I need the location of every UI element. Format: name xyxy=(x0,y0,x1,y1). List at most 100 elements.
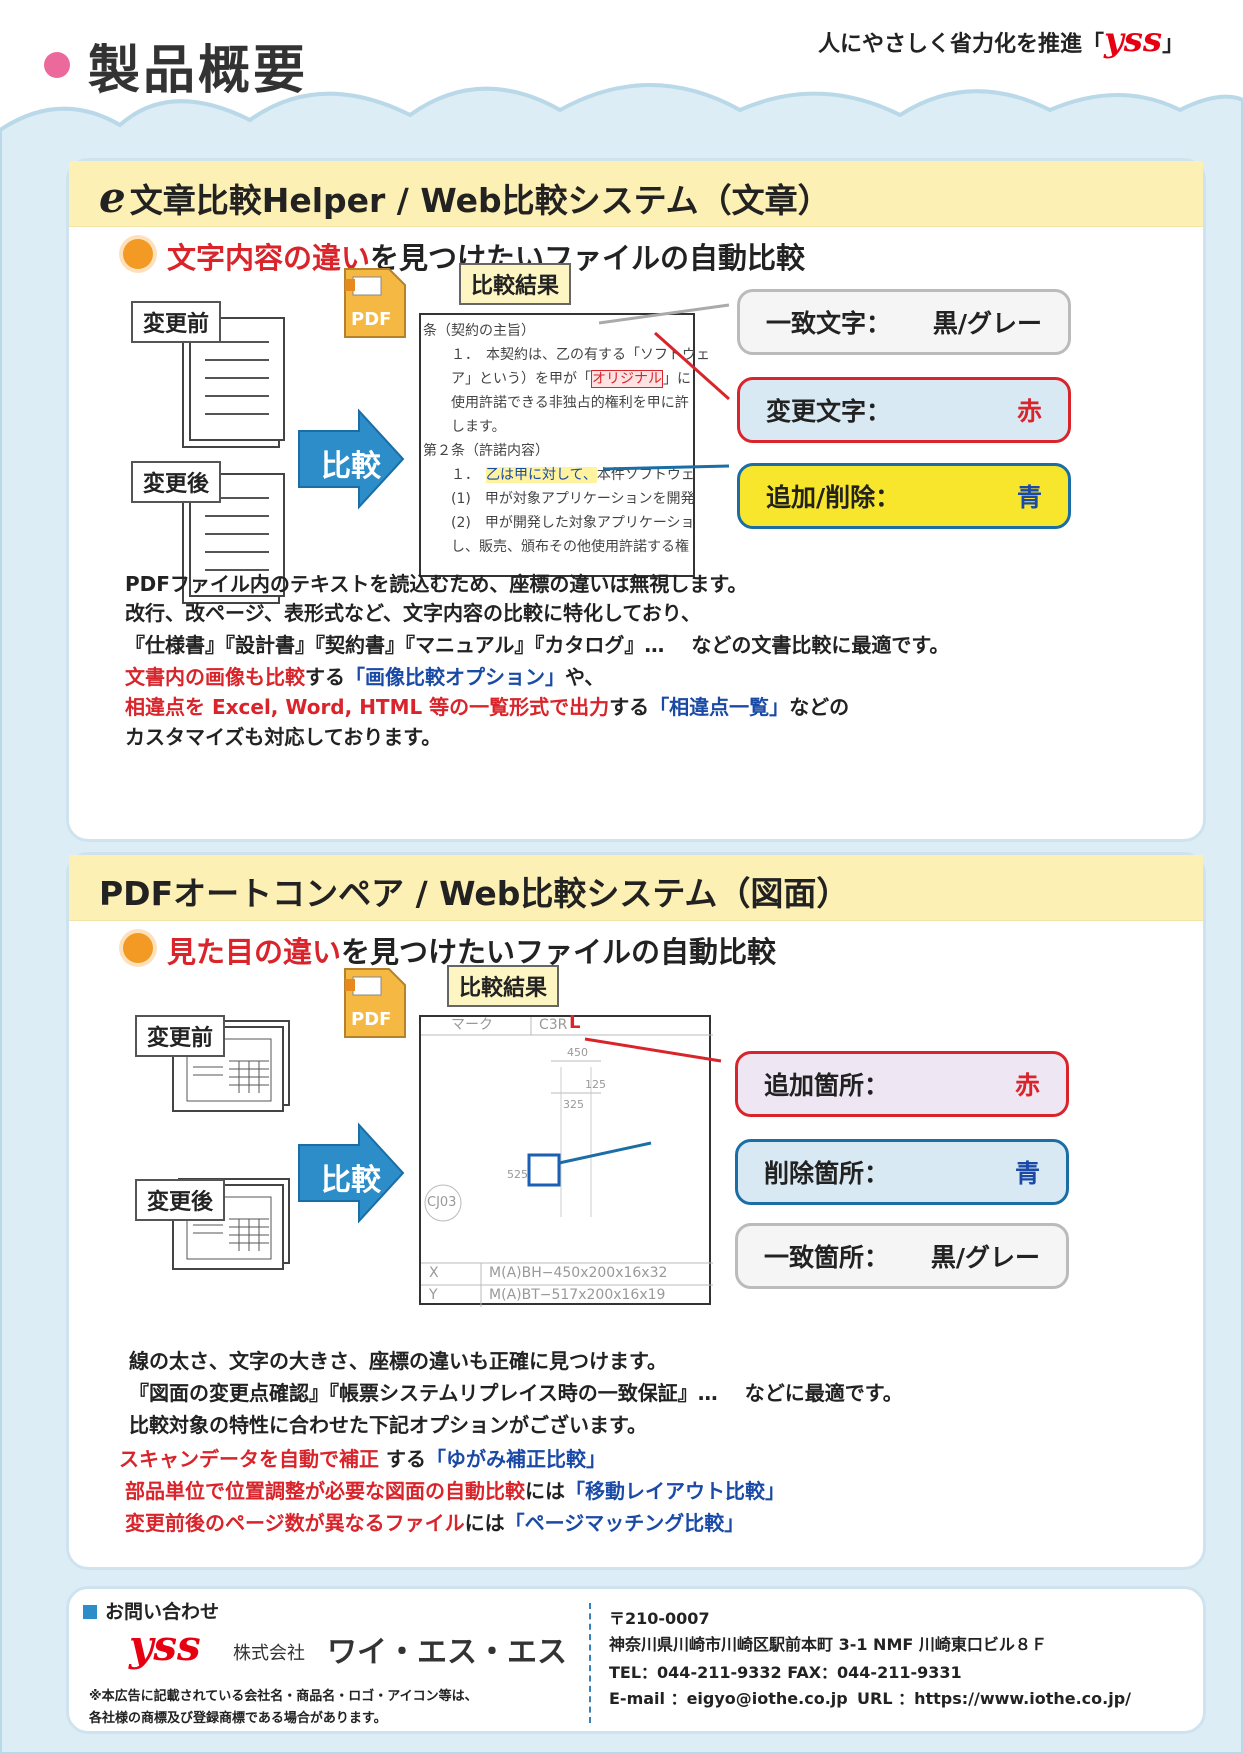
orange-bullet-icon xyxy=(123,933,153,963)
doc-line: します。 xyxy=(451,419,506,435)
row-x-spec: M(A)BH−450x200x16x32 xyxy=(489,1265,668,1281)
result-label: 比較結果 xyxy=(447,965,560,1007)
drawing-mark: マーク xyxy=(451,1017,493,1033)
phone-fax: TEL：044-211-9332 FAX：044-211-9331 xyxy=(609,1663,962,1682)
tagline-end: 」 xyxy=(1162,32,1185,57)
doc-line: (1) 甲が対象アプリケーションを開発 xyxy=(451,491,695,507)
contact-heading: お問い合わせ xyxy=(105,1601,220,1623)
drawing-code: C3R xyxy=(539,1017,568,1033)
company-name: ワイ・エス・エス xyxy=(327,1635,567,1670)
callout-value: 黒/グレー xyxy=(930,1243,1040,1272)
section1-title-text: 文章比較Helper / Web比較システム（文章） xyxy=(129,181,831,220)
body-line: PDFファイル内のテキストを読込むため、座標の違いは無視します。 xyxy=(125,572,748,596)
website-link[interactable]: URL ：https://www.iothe.co.jp/ xyxy=(857,1689,1132,1708)
company-logo: yss xyxy=(129,1621,201,1670)
callout-value: 青 xyxy=(1016,483,1042,512)
option-line: 文書内の画像も比較する「画像比較オプション」や、 xyxy=(125,661,604,690)
pdf-label: PDF xyxy=(351,309,392,330)
dim-125: 125 xyxy=(585,1078,606,1091)
result-document: 条（契約の主旨） １． 本契約は、乙の有する「ソフトウェ ア」という）を甲が「オ… xyxy=(419,313,710,577)
callout-pointers xyxy=(598,303,730,471)
pdf-icon xyxy=(344,968,406,1038)
doc-line: １． 乙は甲に対して、本件ソフトウェ xyxy=(451,467,695,483)
callout-value: 黒/グレー xyxy=(932,309,1042,338)
drawing-added-mark: L xyxy=(569,1012,581,1033)
compare-arrow-icon xyxy=(298,1122,405,1224)
opt-red: 変更前後のページ数が異なるファイル xyxy=(125,1511,465,1535)
callout-change: 変更文字：赤 xyxy=(737,377,1071,443)
drawing-after-icon xyxy=(172,1178,290,1270)
spec-value: BT−517x200x16x19 xyxy=(521,1287,666,1303)
label-after: 変更後 xyxy=(135,1179,226,1221)
document-after-icon xyxy=(189,473,285,597)
dim-450: 450 xyxy=(567,1046,588,1059)
callout-value: 赤 xyxy=(1016,397,1042,426)
section1-subtitle: 文字内容の違いを見つけたいファイルの自動比較 xyxy=(167,235,805,277)
opt-red: 部品単位で位置調整が必要な図面の自動比較 xyxy=(125,1479,525,1503)
callout-deleted: 削除箇所： 青 xyxy=(735,1139,1069,1205)
opt-red: スキャンデータを自動で補正 xyxy=(119,1447,379,1471)
section2-title: PDFオートコンペア / Web比較システム（図面） xyxy=(69,855,1203,921)
option-line: 部品単位で位置調整が必要な図面の自動比較には「移動レイアウト比較」 xyxy=(125,1475,785,1504)
spec-value: BH−450x200x16x32 xyxy=(521,1265,668,1281)
company-type: 株式会社 xyxy=(233,1643,305,1664)
trademark-note: 各社様の商標及び登録商標である場合があります。 xyxy=(89,1711,387,1726)
doc-line: 第２条（許諾内容） xyxy=(423,443,549,459)
label-before: 変更前 xyxy=(135,1015,226,1057)
drawing-cj: CJ03 xyxy=(427,1195,457,1210)
body-line: カスタマイズも対応しております。 xyxy=(125,725,442,749)
spec-a: A xyxy=(506,1287,517,1303)
contact-footer: お問い合わせ yss 株式会社 ワイ・エス・エス ※本広告に記載されている会社名… xyxy=(66,1586,1206,1734)
callout-value: 赤 xyxy=(1014,1071,1040,1100)
row-y: Y xyxy=(429,1287,438,1303)
callout-add-delete: 追加/削除：青 xyxy=(737,463,1071,529)
callout-value: 青 xyxy=(1014,1159,1040,1188)
e-icon: e xyxy=(99,173,126,222)
opt-blue: 「移動レイアウト比較」 xyxy=(565,1479,785,1503)
spec-m: M xyxy=(489,1265,502,1281)
row-y-spec: M(A)BT−517x200x16x19 xyxy=(489,1287,666,1303)
tagline: 人にやさしく省力化を推進「yss」 xyxy=(818,20,1184,60)
body-line: 『図面の変更点確認』『帳票システムリプレイス時の一致保証』… などに最適です。 xyxy=(129,1381,903,1405)
doc-line: 使用許諾できる非独占的権利を甲に許 xyxy=(451,395,689,411)
callout-match: 一致文字： 黒/グレー xyxy=(737,289,1071,355)
opt-red: 相違点を Excel, Word, HTML 等の一覧形式で出力 xyxy=(125,695,610,719)
option-line: 変更前後のページ数が異なるファイルには「ページマッチング比較」 xyxy=(125,1507,744,1536)
compare-label: 比較 xyxy=(321,449,381,484)
tagline-text: 人にやさしく省力化を推進「 xyxy=(818,32,1105,57)
callout-added: 追加箇所：赤 xyxy=(735,1051,1069,1117)
body-line: 比較対象の特性に合わせた下記オプションがございます。 xyxy=(129,1413,647,1437)
address: 神奈川県川崎市川崎区駅前本町 3-1 NMF 川崎東口ビル８Ｆ xyxy=(609,1635,1047,1654)
callout-key: 削除箇所： xyxy=(764,1159,890,1188)
page-title: 製品概要 xyxy=(88,41,309,101)
doc-line: 条（契約の主旨） xyxy=(423,323,535,339)
opt-blue: 「相違点一覧」 xyxy=(649,695,790,719)
opt-end: や、 xyxy=(565,665,605,689)
opt-blue: 「ページマッチング比較」 xyxy=(504,1511,745,1535)
subtitle-highlight: 文字内容の違い xyxy=(167,241,371,275)
doc-line: ア」という）を甲が「オリジナル」に xyxy=(451,370,691,388)
email-link[interactable]: E-mail ：eigyo@iothe.co.jp xyxy=(609,1689,848,1708)
opt-mid: には xyxy=(464,1511,505,1535)
square-bullet-icon xyxy=(83,1605,97,1619)
opt-blue: 「ゆがみ補正比較」 xyxy=(425,1447,606,1471)
row-x: X xyxy=(429,1265,439,1281)
opt-blue: 「画像比較オプション」 xyxy=(345,665,565,689)
section2-subtitle: 見た目の違いを見つけたいファイルの自動比較 xyxy=(167,929,776,971)
opt-mid: には xyxy=(525,1479,565,1503)
brand-logo: yss xyxy=(1104,20,1163,60)
spec-m: M xyxy=(489,1287,502,1303)
label-after: 変更後 xyxy=(131,461,222,503)
subtitle-rest: を見つけたいファイルの自動比較 xyxy=(341,935,777,969)
callout-match: 一致箇所： 黒/グレー xyxy=(735,1223,1069,1289)
callout-key: 一致文字： xyxy=(766,309,892,338)
option-line: スキャンデータを自動で補正 する「ゆがみ補正比較」 xyxy=(119,1443,606,1472)
callout-key: 一致箇所： xyxy=(764,1243,890,1272)
subtitle-rest: を見つけたいファイルの自動比較 xyxy=(370,241,806,275)
result-drawing: マーク C3R L 450 125 325 525 CJ03 X Y M(A)B… xyxy=(419,1012,722,1307)
body-line: 線の太さ、文字の大きさ、座標の違いも正確に見つけます。 xyxy=(129,1349,667,1373)
body-line: 改行、改ページ、表形式など、文字内容の比較に特化しており、 xyxy=(125,601,701,625)
option-line: 相違点を Excel, Word, HTML 等の一覧形式で出力する「相違点一覧… xyxy=(125,691,849,720)
